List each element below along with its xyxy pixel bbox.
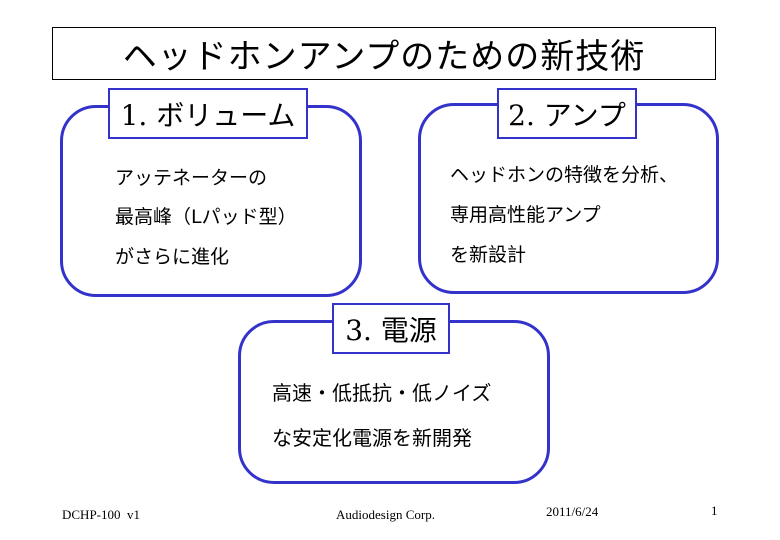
section-power-line: 高速・低抵抗・低ノイズ — [272, 381, 492, 405]
section-power-label: 3. 電源 — [332, 303, 450, 354]
slide-title: ヘッドホンアンプのための新技術 — [52, 27, 716, 80]
footer-doc-id: DCHP-100 v1 — [62, 507, 141, 522]
section-volume-line: がさらに進化 — [115, 246, 230, 268]
footer-company: Audiodesign Corp. — [336, 507, 435, 522]
section-power-line: な安定化電源を新開発 — [272, 426, 472, 450]
section-amp-line: ヘッドホンの特徴を分析、 — [450, 164, 679, 186]
section-volume-label: 1. ボリューム — [108, 88, 308, 139]
footer-date: 2011/6/24 — [546, 504, 599, 519]
footer-page-number: 1 — [711, 503, 718, 518]
section-amp-line: 専用高性能アンプ — [450, 204, 601, 226]
section-amp-line: を新設計 — [450, 244, 527, 266]
section-volume-line: アッテネーターの — [115, 167, 268, 189]
section-amp-label: 2. アンプ — [497, 88, 637, 139]
section-volume-line: 最高峰（Lパッド型） — [115, 206, 297, 228]
